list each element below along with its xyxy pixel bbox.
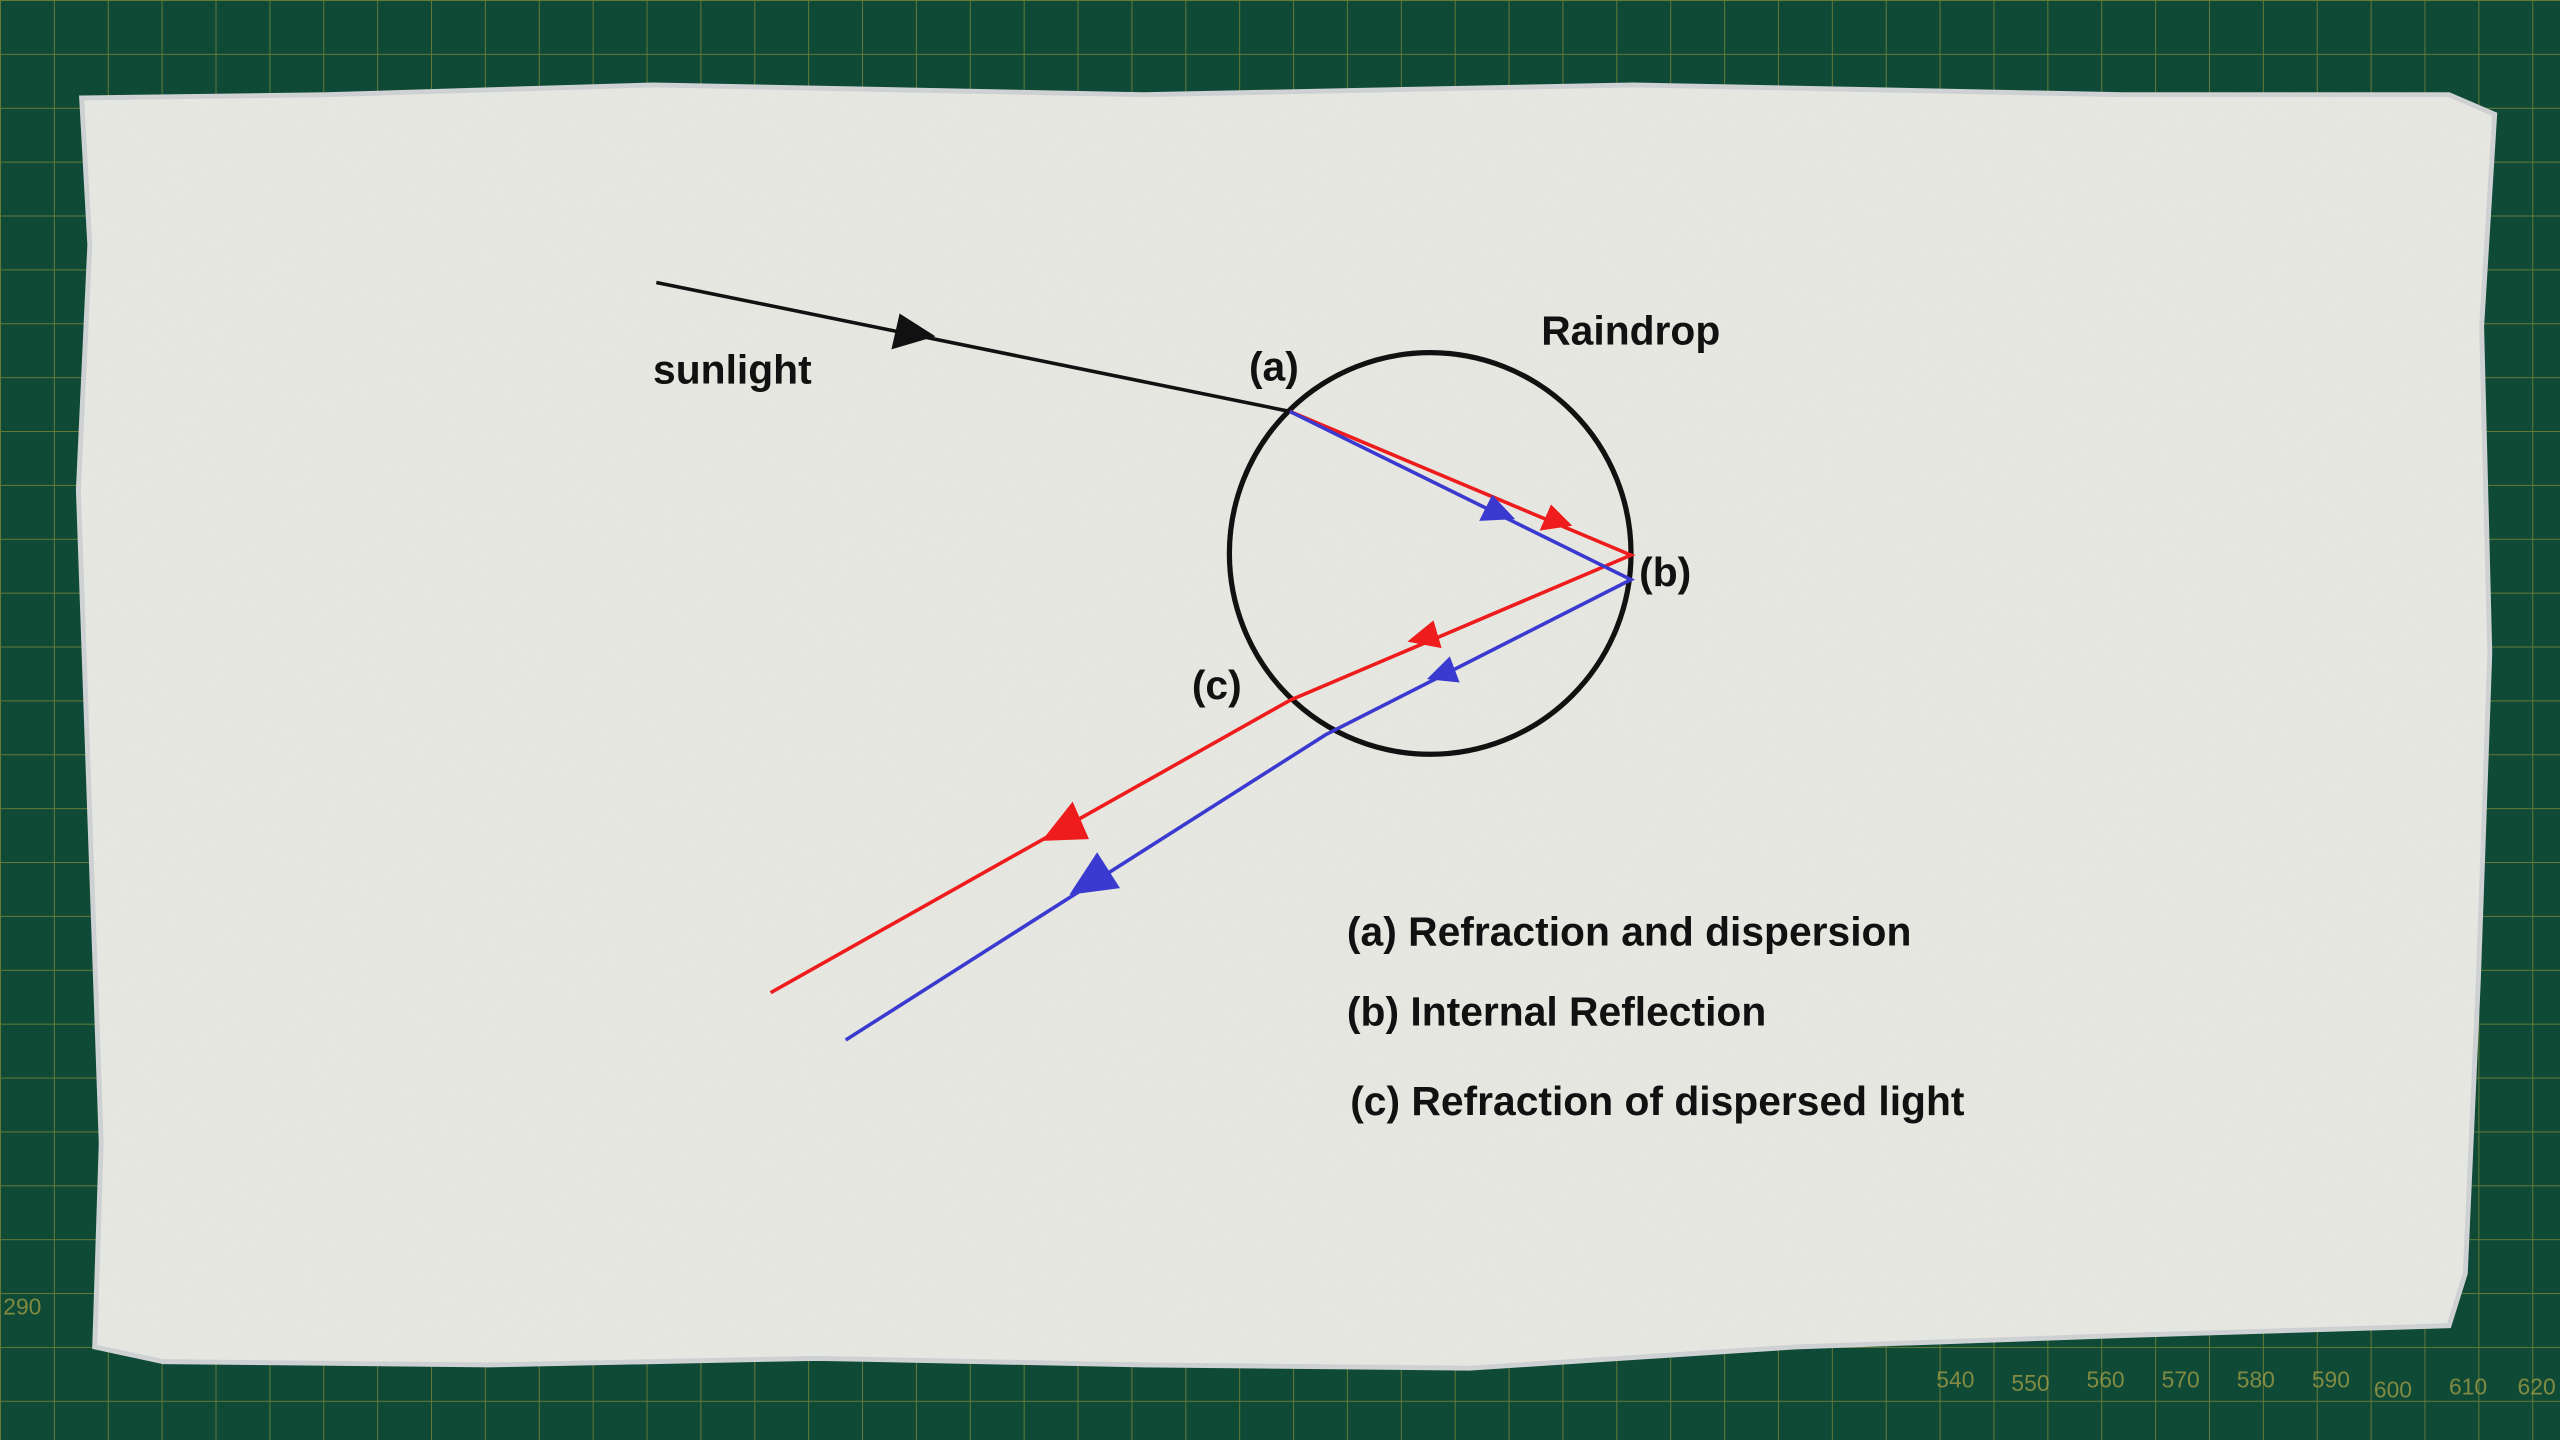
- legend-item: (b) Internal Reflection: [1347, 988, 1766, 1034]
- red-arrow-icon: [1407, 620, 1442, 649]
- ruler-label: 290: [3, 1293, 41, 1319]
- ruler-label: 550: [2011, 1370, 2049, 1396]
- ruler-label: 580: [2237, 1367, 2275, 1393]
- blue-arrow-icon: [1426, 656, 1460, 683]
- mat-ruler: 290 540 550 560 570 580 590 600 610 620: [3, 1293, 2555, 1402]
- sunlight-ray: [655, 280, 1291, 414]
- legend: (a) Refraction and dispersion (b) Intern…: [1347, 908, 1965, 1124]
- sunlight-label: sunlight: [653, 347, 812, 393]
- legend-item: (a) Refraction and dispersion: [1347, 908, 1911, 954]
- sunlight-arrow-icon: [891, 313, 936, 350]
- ruler-label: 600: [2374, 1377, 2412, 1403]
- legend-item: (c) Refraction of dispersed light: [1350, 1078, 1965, 1124]
- ruler-label: 560: [2087, 1367, 2125, 1393]
- raindrop-label: Raindrop: [1541, 307, 1720, 353]
- red-ray: [769, 409, 1636, 995]
- ruler-label: 610: [2449, 1373, 2487, 1399]
- ruler-label: 590: [2312, 1367, 2350, 1393]
- blue-arrow-icon: [1069, 852, 1120, 895]
- red-arrow-icon: [1539, 504, 1573, 531]
- ruler-label: 540: [1936, 1367, 1974, 1393]
- point-a-label: (a): [1249, 343, 1299, 389]
- ruler-label: 620: [2518, 1373, 2556, 1399]
- blue-arrow-icon: [1479, 494, 1516, 521]
- point-b-label: (b): [1639, 549, 1691, 595]
- ruler-label: 570: [2162, 1367, 2200, 1393]
- red-arrow-icon: [1041, 801, 1089, 841]
- point-c-label: (c): [1192, 662, 1242, 708]
